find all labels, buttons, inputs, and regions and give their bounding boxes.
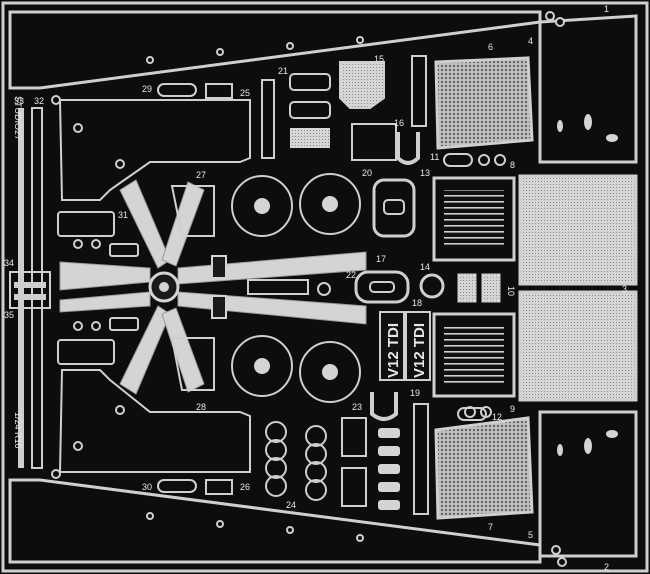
part-19-grille <box>432 312 516 398</box>
part-number-33: 33 <box>14 96 24 106</box>
part-31-plate <box>57 211 115 237</box>
part-number-4: 4 <box>528 36 533 46</box>
part-number-17: 17 <box>376 254 386 264</box>
part-3-panel-lower <box>518 290 638 402</box>
part-24-rings <box>265 421 327 501</box>
upper-left-panel <box>58 99 251 201</box>
part-26-tab <box>205 479 233 495</box>
part-15-bracket <box>339 61 385 109</box>
part-number-35: 35 <box>4 310 14 320</box>
part-16-strip <box>411 55 427 127</box>
part-23-square-a <box>341 417 367 457</box>
bolt-column <box>378 428 400 510</box>
part-number-31: 31 <box>118 210 128 220</box>
part-31b-plate <box>57 339 115 365</box>
part-number-18: 18 <box>412 298 422 308</box>
part-number-1: 1 <box>604 4 609 14</box>
part-17-window <box>372 178 416 238</box>
part-number-21: 21 <box>278 66 288 76</box>
part-21-pedal-a <box>261 79 275 159</box>
part-34-clip <box>9 271 51 309</box>
part-13-grille <box>432 176 516 262</box>
part-number-27: 27 <box>196 170 206 180</box>
part-14-ring <box>419 273 445 299</box>
part-2-corner <box>538 410 638 558</box>
part-number-12: 12 <box>492 412 502 422</box>
part-number-22: 22 <box>346 270 356 280</box>
belt-adjuster-upper <box>211 255 227 279</box>
part-number-20: 20 <box>362 168 372 178</box>
part-number-3: 3 <box>622 284 627 294</box>
engine-label-2: V12 TDI <box>411 323 428 378</box>
part-number-8: 8 <box>510 160 515 170</box>
brand-label: STUDIO27 <box>13 96 23 140</box>
part-30-clip <box>157 479 197 493</box>
part-number-7: 7 <box>488 522 493 532</box>
part-number-26: 26 <box>240 482 250 492</box>
part-21-pedal-b <box>289 73 331 91</box>
top-diagonal-bar <box>8 10 542 90</box>
engine-plaque-1 <box>379 311 405 381</box>
part-10-square-a <box>457 273 477 303</box>
part-number-24: 24 <box>286 500 296 510</box>
part-28-bracket <box>170 337 215 391</box>
part-number-34: 34 <box>4 258 14 268</box>
part-23-square-b <box>341 467 367 507</box>
part-number-23: 23 <box>352 402 362 412</box>
part-18-window <box>354 270 410 304</box>
part-number-29: 29 <box>142 84 152 94</box>
part-7-mesh <box>434 416 534 520</box>
part-number-14: 14 <box>420 262 430 272</box>
part-25-tab <box>205 83 233 99</box>
part-1-corner <box>538 14 638 164</box>
part-number-6: 6 <box>488 42 493 52</box>
part-number-2: 2 <box>604 562 609 572</box>
part-number-5: 5 <box>528 530 533 540</box>
part-number-25: 25 <box>240 88 250 98</box>
part-number-30: 30 <box>142 482 152 492</box>
scale-label: 1/24 R10 <box>13 412 23 449</box>
part-number-11: 11 <box>430 152 439 162</box>
part-11-clip <box>443 153 473 167</box>
part-u-bracket-bottom <box>370 392 398 421</box>
part-number-13: 13 <box>420 168 430 178</box>
part-31-small-a <box>109 243 139 257</box>
gauge-dials <box>231 173 361 403</box>
part-number-32: 32 <box>34 96 44 106</box>
part-u-bracket-top <box>396 132 420 165</box>
part-number-labels: 1 2 3 4 5 6 7 8 9 10 11 12 13 14 15 16 1… <box>4 4 627 572</box>
engine-plaque-2 <box>405 311 431 381</box>
part-number-10: 10 <box>506 286 516 296</box>
part-3-panel-upper <box>518 174 638 286</box>
part-number-28: 28 <box>196 402 206 412</box>
part-12-clip <box>457 407 487 421</box>
part-22-strip <box>247 279 309 295</box>
part-number-15: 15 <box>374 54 384 64</box>
part-6-mesh <box>434 56 534 150</box>
part-number-16: 16 <box>394 118 404 128</box>
part-31-small-b <box>109 317 139 331</box>
belt-adjuster-lower <box>211 295 227 319</box>
engine-label-1: V12 TDI <box>385 323 402 378</box>
part-10-square-b <box>481 273 501 303</box>
part-number-9: 9 <box>510 404 515 414</box>
part-number-19: 19 <box>410 388 420 398</box>
part-27-bracket <box>170 185 215 237</box>
part-29-clip <box>157 83 197 97</box>
lower-left-panel <box>58 369 251 473</box>
